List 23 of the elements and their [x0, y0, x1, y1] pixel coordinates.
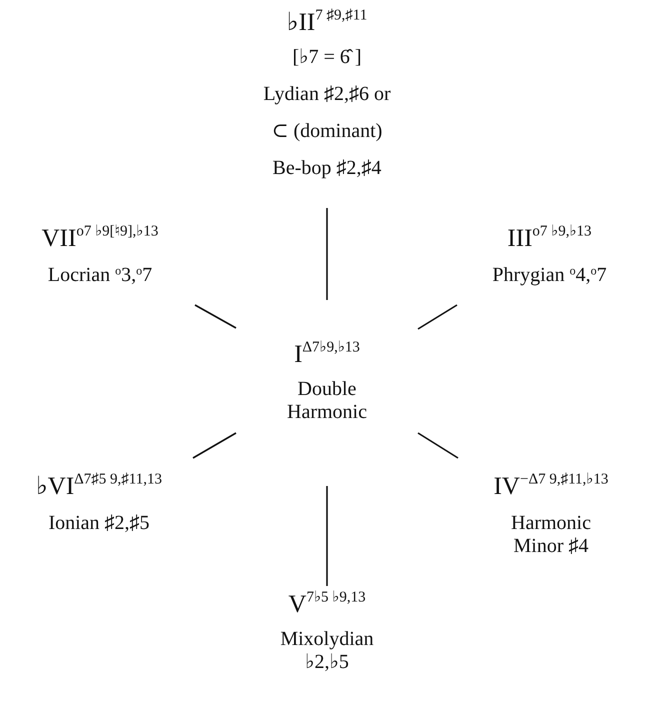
- chord-symbol: IV$^{−Δ7 9,♯11,♭13}$: [492, 472, 610, 502]
- chord-symbol: I$^{Δ7♭9,♭13}$: [293, 340, 361, 370]
- scale-label: ⊂ (dominant): [270, 120, 384, 143]
- connector-line: [418, 304, 458, 330]
- scale-label: Mixolydian ♭2,♭5: [279, 628, 375, 674]
- chord-symbol: VII$^{o7 ♭9[♮9],♭13}$: [40, 224, 160, 254]
- connector-line: [418, 432, 458, 459]
- scale-label: Locrian $^{o}$3,$^{o}$7: [46, 264, 154, 287]
- scale-label: Phrygian $^{o}$4,$^{o}$7: [491, 264, 608, 287]
- chord-symbol: ♭II$^{7 ♯9,♯11}$: [286, 8, 368, 38]
- connector-line: [326, 486, 328, 586]
- connector-line: [194, 304, 236, 329]
- chord-symbol: III$^{o7 ♭9,♭13}$: [506, 224, 593, 254]
- scale-label: Ionian ♯2,♯5: [47, 512, 151, 535]
- connector-line: [326, 208, 328, 300]
- scale-label: Lydian ♯2,♯6 or: [262, 83, 392, 106]
- scale-label: Harmonic Minor ♯4: [510, 512, 592, 558]
- scale-label: Double Harmonic: [286, 378, 368, 424]
- scale-label: [♭7 = 6̂ ]: [291, 46, 363, 69]
- chord-symbol: ♭VI$^{Δ7♯5 9,♯11,13}$: [34, 472, 163, 502]
- connector-line: [192, 432, 236, 459]
- chord-symbol: V$^{7♭5 ♭9,13}$: [287, 590, 367, 620]
- scale-label: Be-bop ♯2,♯4: [272, 157, 382, 180]
